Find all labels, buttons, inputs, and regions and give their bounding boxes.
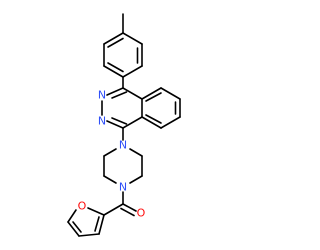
structure-diagram: N N N N O O: [67, 13, 181, 237]
atom-label-n-piperazine-top: N: [119, 139, 127, 152]
atom-label-o-carbonyl: O: [137, 207, 146, 220]
atom-label-n-phthalazine-lower: N: [98, 115, 106, 128]
atom-labels: N N N N O O: [78, 89, 146, 220]
atom-label-o-furan: O: [78, 200, 87, 213]
atom-label-n-phthalazine-upper: N: [98, 89, 106, 102]
atom-label-n-piperazine-bottom: N: [119, 181, 127, 194]
bond-lines: [67, 13, 181, 237]
